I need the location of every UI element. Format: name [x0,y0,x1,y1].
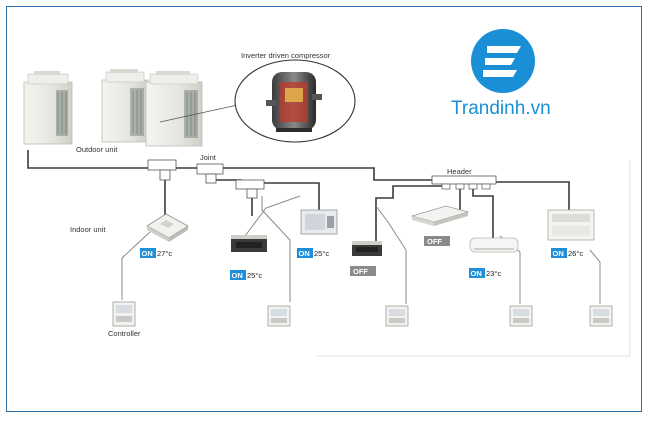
status-badge-3: ON 25°c [297,248,329,258]
controller-5 [589,305,613,327]
status-state-2: ON [232,271,243,280]
indoor-unit-ceiling-suspended [410,205,470,226]
joint-fittings [147,159,265,199]
outdoor-unit-1 [23,71,73,145]
status-state-3: ON [299,249,310,258]
status-temp-2: 25°c [247,271,262,280]
header-fitting [431,175,497,190]
outdoor-unit-2 [101,69,149,143]
status-badge-5: OFF [424,236,450,246]
status-badge-1: ON 27°c [140,248,172,258]
status-temp-7: 26°c [568,249,583,258]
status-state-4: OFF [353,267,368,276]
indoor-unit-ducted-1 [231,235,267,252]
header-label: Header [447,167,472,176]
status-state-1: ON [142,249,153,258]
compressor-callout-line [159,103,243,123]
joint-label: Joint [200,153,217,162]
status-state-7: ON [553,249,564,258]
indoor-unit-ducted-2 [352,241,382,256]
controller-2 [267,305,291,327]
brand-name: Trandinh.vn [451,98,551,119]
status-badge-4: OFF [350,266,376,276]
status-badge-2: ON 25°c [230,270,262,280]
controller-label: Controller [108,329,141,338]
indoor-unit-wall-mounted [469,237,519,253]
compressor-bubble [234,59,356,143]
status-temp-6: 23°c [486,269,501,278]
status-badge-6: ON 23°c [469,268,501,278]
controller-4 [509,305,533,327]
indoor-unit-label: Indoor unit [70,225,106,234]
controller-1 [112,301,136,327]
status-state-5: OFF [427,237,442,246]
status-state-6: ON [471,269,482,278]
outdoor-unit-label: Outdoor unit [76,145,118,154]
status-temp-3: 25°c [314,249,329,258]
indoor-unit-floor-standing [547,209,595,241]
status-temp-1: 27°c [157,249,172,258]
compressor-label: Inverter driven compressor [241,51,331,60]
outdoor-unit-3 [145,71,203,147]
controller-3 [385,305,409,327]
refrigerant-piping [27,150,570,246]
indoor-unit-ceiling-ducted [300,209,338,235]
brand-logo-icon [471,29,535,93]
status-badge-7: ON 26°c [551,248,583,258]
indoor-unit-cassette [146,213,189,242]
